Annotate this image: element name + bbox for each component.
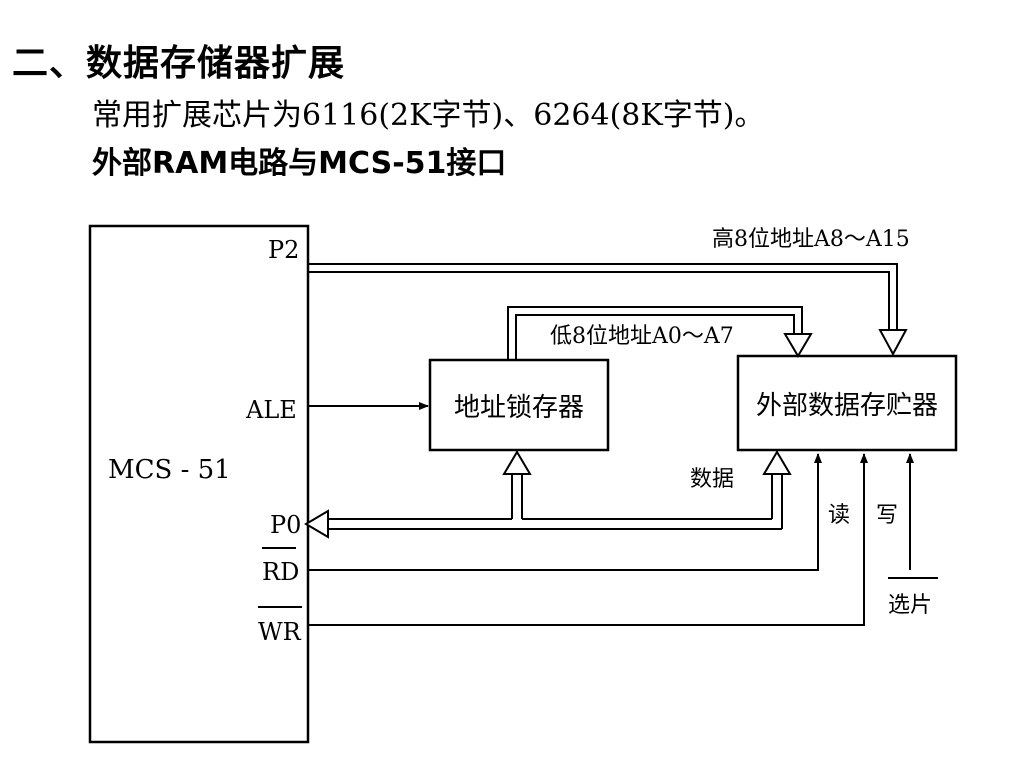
pin-p0-label: P0 [270, 511, 301, 539]
slide-title: 二、数据存储器扩展 [12, 43, 346, 84]
pin-wr-label: WR [258, 618, 302, 646]
pin-rd-label: RD [262, 558, 299, 586]
section-heading: 外部RAM电路与MCS-51接口 [92, 146, 507, 181]
read-label: 读 [828, 503, 850, 528]
read-signal-line [308, 453, 822, 571]
external-memory-box [736, 354, 958, 452]
data-label: 数据 [690, 467, 734, 492]
write-label: 写 [876, 503, 898, 528]
low-address-label: 低8位地址A0～A7 [550, 324, 734, 349]
p0-data-bus [304, 450, 792, 539]
chip-select-label: 选片 [888, 593, 932, 618]
high-address-bus [308, 263, 908, 357]
mcu-label: MCS - 51 [108, 455, 231, 485]
mcu-chip-box [88, 224, 310, 744]
pin-p2-label: P2 [268, 236, 299, 264]
subtitle: 常用扩展芯片为6116(2K字节)、6264(8K字节)。 [92, 98, 765, 133]
address-latch-label: 地址锁存器 [454, 393, 584, 423]
pin-ale-label: ALE [245, 396, 297, 424]
external-memory-label: 外部数据存贮器 [756, 391, 938, 421]
high-address-label: 高8位地址A8～A15 [712, 227, 910, 252]
address-latch-box [428, 358, 610, 452]
write-signal-line [308, 453, 868, 626]
low-address-bus [507, 306, 813, 360]
